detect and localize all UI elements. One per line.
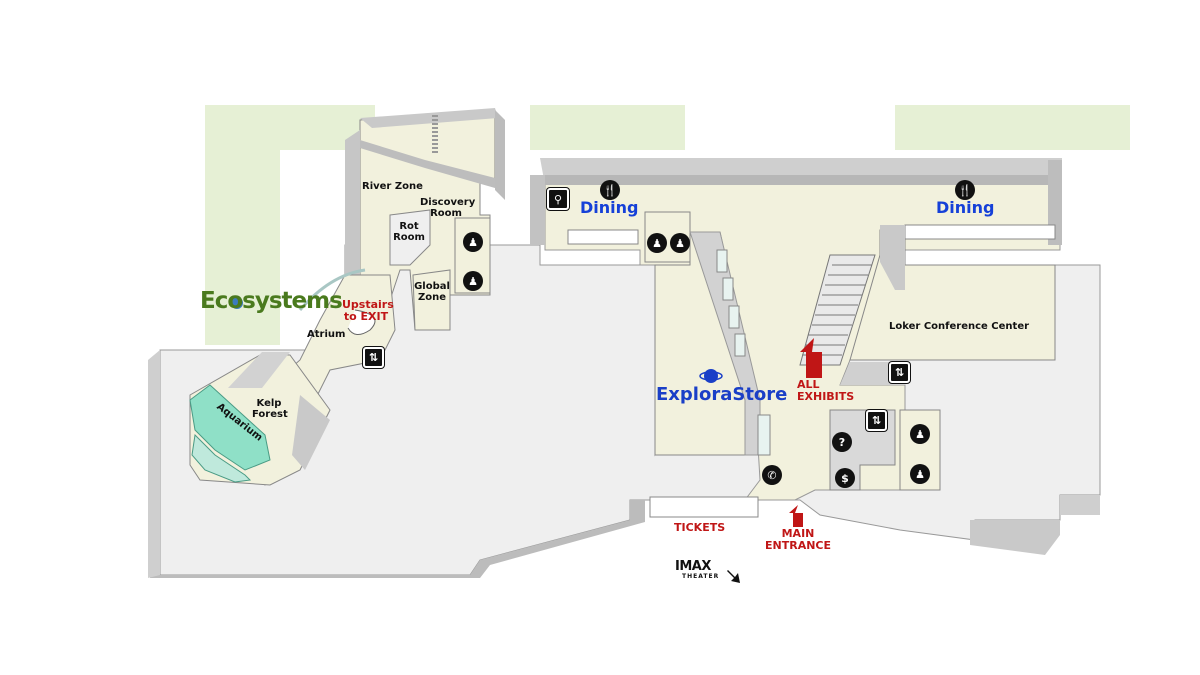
discovery-room-wall — [425, 160, 495, 188]
explorastore-globe-icon — [699, 369, 723, 383]
loker-wall-bottom — [840, 362, 905, 385]
west-wing-wall-top — [360, 108, 498, 128]
label-ecosystems: Ecosystems — [200, 288, 343, 314]
kelp-wall — [292, 395, 330, 470]
label-loker-conference-center: Loker Conference Center — [889, 321, 1030, 332]
imax-arrow — [727, 570, 740, 583]
phone-icon: ✆ — [762, 465, 782, 485]
dollar-icon: $ — [835, 468, 855, 488]
west-wing-wall-right — [495, 110, 505, 200]
elevator-icon: ⇅ — [889, 362, 910, 383]
person-icon: ♟ — [910, 464, 930, 484]
store-windows — [716, 249, 771, 456]
ticket-counter — [649, 496, 759, 518]
person-icon: ♟ — [910, 424, 930, 444]
west-wing-wall-left — [345, 130, 360, 305]
escalator — [799, 254, 876, 366]
atrium-curve — [298, 268, 366, 311]
ecosystems-globe-icon — [231, 297, 243, 309]
aquarium-tank — [189, 384, 271, 471]
question-icon: ? — [832, 432, 852, 452]
imax-theater-label: THEATER — [682, 573, 720, 580]
global-zone-room — [412, 269, 451, 331]
label-discovery-room: Discovery Room — [420, 197, 476, 219]
dining-counter-left — [567, 229, 639, 245]
elevator-icon: ⇅ — [866, 410, 887, 431]
outer-wall-right-1 — [1060, 495, 1100, 515]
all-exhibits-arrow — [800, 338, 822, 378]
label-all-exhibits: ALL EXHIBITS — [797, 378, 855, 404]
outdoor-green-areas — [205, 105, 1130, 345]
label-tickets: TICKETS — [674, 521, 726, 534]
label-dining-right: Dining — [936, 198, 995, 217]
person-icon: ♟ — [463, 232, 483, 252]
person-icon: ♟ — [647, 233, 667, 253]
label-main-entrance: MAIN ENTRANCE — [765, 527, 831, 553]
family-restroom-icon: ⚲ — [547, 188, 569, 210]
label-upstairs-exit: Upstairs to EXIT — [342, 298, 394, 324]
rot-room — [389, 209, 431, 266]
person-icon: ♟ — [670, 233, 690, 253]
kelp-wall-top — [228, 352, 290, 388]
river-zone-divider — [360, 140, 425, 168]
aquarium-tank-lower — [191, 433, 252, 483]
east-left-wall — [530, 175, 545, 245]
label-dining-left: Dining — [580, 198, 639, 217]
label-global-zone: Global Zone — [414, 281, 450, 303]
person-icon: ♟ — [463, 271, 483, 291]
label-atrium: Atrium — [307, 329, 346, 340]
label-river-zone: River Zone — [362, 181, 423, 192]
fork-knife-icon: 🍴 — [955, 180, 975, 200]
loker-wall — [880, 225, 905, 290]
outer-wall-right-2 — [970, 520, 1060, 555]
spiral-stairs — [347, 309, 376, 335]
dining-counter-right — [904, 224, 1056, 240]
east-top-wall-face — [545, 175, 1050, 185]
elevator-icon: ⇅ — [363, 347, 384, 368]
fork-knife-icon: 🍴 — [600, 180, 620, 200]
label-rot-room: Rot Room — [393, 221, 425, 243]
label-explorastore: ExploraStore — [656, 384, 788, 405]
main-entrance-arrow — [789, 505, 803, 527]
imax-logo: IMAX — [675, 559, 711, 574]
label-kelp-forest: Kelp Forest — [252, 398, 288, 420]
east-right-wall — [1048, 160, 1062, 245]
outer-wall-left — [148, 350, 160, 578]
